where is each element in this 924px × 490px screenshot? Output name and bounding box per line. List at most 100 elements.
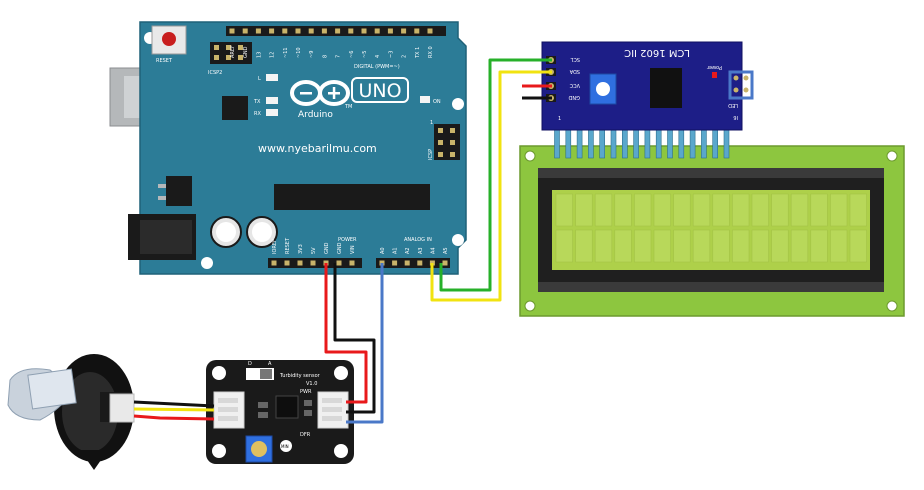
sensor-title: Turbidity sensor bbox=[279, 373, 321, 379]
mode-switch-slider[interactable] bbox=[260, 369, 272, 379]
power-header-label: POWER bbox=[338, 237, 357, 243]
icsp2-header bbox=[210, 42, 252, 64]
digital-pin-label: ~5 bbox=[362, 51, 368, 58]
uno-badge bbox=[351, 77, 409, 103]
atmega-chip bbox=[274, 184, 430, 210]
turbidity-mount-hole bbox=[334, 444, 348, 458]
dfr-label: DFR bbox=[300, 432, 311, 438]
turbidity-mount-hole bbox=[212, 366, 226, 380]
reset-button-cap[interactable] bbox=[162, 32, 176, 46]
analog-pin-label: A5 bbox=[443, 247, 449, 254]
digital-pin-label: 12 bbox=[270, 52, 276, 58]
lcd-char-cell bbox=[810, 229, 828, 263]
digital-pin-hole bbox=[401, 28, 407, 34]
probe-wire-red bbox=[133, 414, 215, 421]
mount-hole bbox=[452, 234, 464, 246]
usb-chip bbox=[222, 96, 248, 120]
lcd-mount-hole bbox=[524, 300, 536, 312]
mode-a-label: A bbox=[268, 361, 272, 367]
lcd-mount-hole bbox=[524, 150, 536, 162]
power-pin-label: GND bbox=[324, 242, 330, 254]
lcd-char-cell bbox=[771, 229, 789, 263]
digital-pin-label: TX 1 bbox=[415, 47, 421, 59]
digital-pin-hole bbox=[374, 28, 380, 34]
power-pin-label: GND bbox=[337, 242, 343, 254]
digital-pin-hole bbox=[427, 28, 433, 34]
turbidity-mount-hole bbox=[334, 366, 348, 380]
lcd-char-cell bbox=[634, 193, 652, 227]
icsp-header bbox=[434, 124, 460, 160]
lcd-char-cell bbox=[732, 229, 750, 263]
power-pin-hole bbox=[271, 260, 277, 266]
power-pin-hole bbox=[336, 260, 342, 266]
i2c-power-led bbox=[712, 72, 717, 78]
lcd-char-cell bbox=[614, 193, 632, 227]
turbidity-mount-hole bbox=[212, 444, 226, 458]
analog-pin-label: A4 bbox=[430, 247, 436, 254]
lcd-char-cell bbox=[634, 229, 652, 263]
analog-header bbox=[376, 258, 450, 268]
lcd-char-cell bbox=[692, 193, 711, 227]
power-pin-label: RESET bbox=[285, 237, 291, 254]
turbidity-sensor-board: D A Turbidity sensor V1.0 PWR DFR MIN bbox=[206, 360, 354, 464]
digital-pin-hole bbox=[335, 28, 341, 34]
i2c-led-label: LED bbox=[728, 102, 738, 108]
sensitivity-knob[interactable] bbox=[251, 441, 267, 457]
arduino-uno-board: RESET ICSP2 L TX RX ON Arduino TM UNO bbox=[109, 21, 467, 275]
i2c-pin-label: SDA bbox=[569, 68, 580, 74]
power-pin-hole bbox=[284, 260, 290, 266]
website-label: www.nyebarilmu.com bbox=[258, 142, 377, 155]
potentiometer-knob[interactable] bbox=[596, 82, 610, 96]
icsp-pin1-label: 1 bbox=[430, 120, 433, 126]
analog-pin-label: A3 bbox=[418, 247, 424, 254]
lcd-char-cell bbox=[594, 229, 613, 263]
mount-hole bbox=[201, 257, 213, 269]
lcd-char-cell bbox=[810, 193, 828, 227]
sensor-ic bbox=[275, 395, 299, 419]
lcd-char-cell bbox=[692, 229, 711, 263]
probe-wire-yellow bbox=[133, 407, 215, 412]
i2c-pin1-label: 1 bbox=[558, 116, 561, 122]
power-pin-hole bbox=[297, 260, 303, 266]
digital-header-label: DIGITAL (PWM=~) bbox=[354, 64, 400, 70]
lcd-char-cell bbox=[712, 229, 730, 263]
lcd-char-cell bbox=[732, 193, 750, 227]
digital-pin-label: 4 bbox=[375, 55, 381, 58]
mode-d-label: D bbox=[248, 361, 252, 367]
lcd-char-cell bbox=[790, 193, 809, 227]
lcd-1602-display bbox=[519, 117, 905, 317]
dc-jack-body bbox=[140, 220, 192, 254]
lcd-char-cell bbox=[790, 229, 809, 263]
lcd-char-cell bbox=[751, 229, 769, 263]
lcd-char-cell bbox=[555, 229, 573, 263]
led-jumper[interactable] bbox=[728, 70, 754, 100]
digital-pin-hole bbox=[348, 28, 354, 34]
led-l-label: L bbox=[258, 76, 261, 82]
digital-pin-hole bbox=[242, 28, 248, 34]
lcd-char-cell bbox=[653, 229, 671, 263]
led-on bbox=[420, 96, 430, 103]
digital-pin-label: ~6 bbox=[349, 51, 355, 58]
i2c-title: LCM 1602 IIC bbox=[624, 47, 690, 58]
mount-hole bbox=[452, 98, 464, 110]
i2c-pin-label: VCC bbox=[569, 82, 580, 88]
digital-pin-label: 13 bbox=[256, 52, 262, 58]
lcd-char-cell bbox=[555, 193, 573, 227]
led-tx-label: TX bbox=[253, 99, 261, 105]
lcd-char-cell bbox=[849, 193, 867, 227]
wire-gnd-black bbox=[333, 263, 376, 414]
wire-5v-red bbox=[324, 263, 368, 404]
i2c-power-label: Power bbox=[706, 64, 722, 70]
pwr-label: PWR bbox=[300, 389, 312, 395]
i2c-pin-label: SCL bbox=[570, 56, 580, 62]
analog-pin-hole bbox=[417, 260, 423, 266]
analog-pin-label: A0 bbox=[380, 247, 386, 254]
probe-wire-black bbox=[133, 400, 215, 408]
min-marker bbox=[280, 440, 292, 452]
analog-pin-hole bbox=[442, 260, 448, 266]
